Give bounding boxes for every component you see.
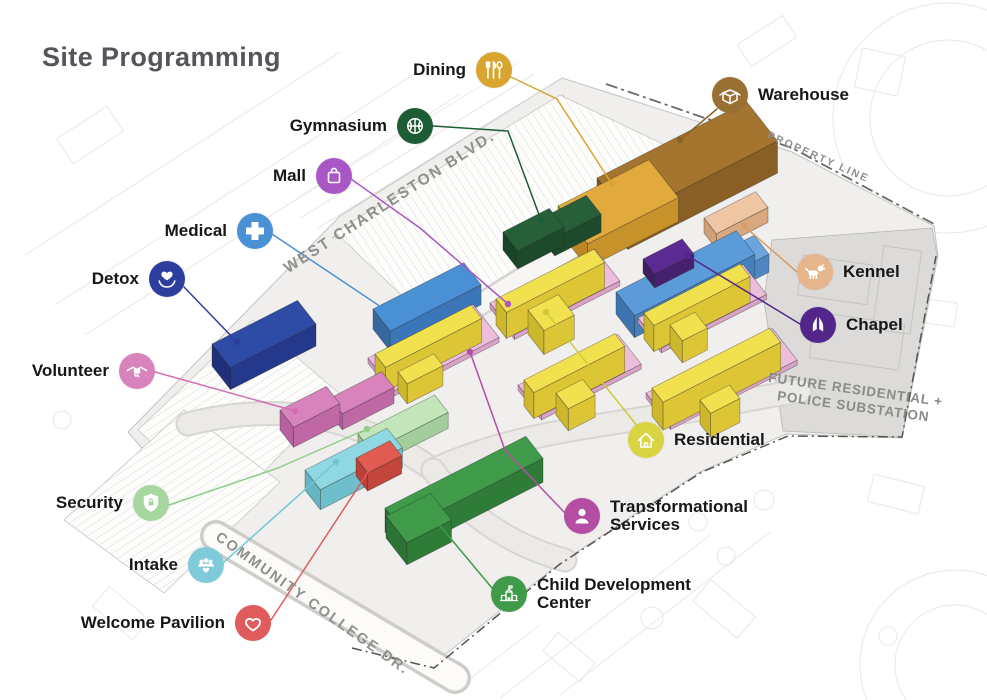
building-detox [211,300,317,390]
legend-label: Residential [674,429,765,449]
legend-item-intake: Intake [129,547,224,583]
leader-line-child-development-center [427,511,493,589]
building-residential-e2 [699,384,741,438]
legend-item-chapel: Chapel [800,307,903,343]
building-gymnasium-1 [502,208,565,270]
page-title: Site Programming [42,42,281,72]
legend-item-child-development-center: Child Development Center [491,575,715,613]
open-box-icon [712,77,748,113]
leader-line-welcome-pavilion [270,462,376,621]
heart-icon [235,605,271,641]
building-cdc-wing [385,492,452,566]
legend-label: Medical [164,220,227,240]
legend-label: Detox [91,268,139,288]
legend-item-gymnasium: Gymnasium [290,108,433,144]
legend-label: Security [55,492,123,512]
legend-label: Warehouse [758,84,850,104]
legend-label: Dining [413,59,466,79]
leader-line-transformational-services [466,348,565,513]
medical-cross-icon [237,213,273,249]
legend-item-volunteer: Volunteer [32,353,155,389]
legend-label: Child Development Center [537,575,691,613]
legend-item-detox: Detox [92,261,185,297]
utensils-icon [476,52,512,88]
heart-hands-icon [149,261,185,297]
building-chapel [642,238,695,289]
leader-line-warehouse [676,108,718,144]
dog-icon [797,254,833,290]
leader-line-detox [183,286,241,346]
property-line-paths [351,83,937,669]
people-heart-icon [188,547,224,583]
shopping-bag-icon [316,158,352,194]
handshake-icon [119,353,155,389]
legend-item-kennel: Kennel [797,254,900,290]
building-residential-e1 [651,327,782,431]
buildings-layer [211,101,798,566]
leader-line-gymnasium [432,125,545,224]
legend-label: Transformational Services [610,497,748,535]
leader-lines [154,76,801,621]
legend-item-transformational-services: Transformational Services [564,497,760,535]
leader-line-dining [510,76,616,188]
legend-item-residential: Residential [628,422,765,458]
legend-label: Welcome Pavilion [80,612,225,632]
legend-item-dining: Dining [413,52,512,88]
building-residential-d2 [669,311,708,364]
legend-item-security: Security [56,485,169,521]
building-volunteer [279,386,341,448]
leader-line-medical [271,233,400,321]
legend-item-medical: Medical [165,213,273,249]
leader-line-security [168,425,371,506]
legend-label: Mall [272,165,306,185]
legend-label: Chapel [846,314,903,334]
building-welcome-pavilion [355,440,402,492]
legend-label: Intake [128,554,178,574]
leader-line-intake [223,458,340,563]
building-medical [372,262,482,352]
basketball-icon [397,108,433,144]
legend-label: Volunteer [31,360,109,380]
building-residential-c2 [555,379,596,432]
building-residential-a2 [397,353,444,405]
legend-label: Kennel [843,261,900,281]
leader-line-chapel [684,252,801,325]
legend-item-warehouse: Warehouse [712,77,849,113]
legend-item-welcome-pavilion: Welcome Pavilion [81,605,271,641]
leader-line-mall [350,178,512,308]
legend-item-mall: Mall [273,158,352,194]
leader-line-kennel [740,222,798,273]
house-icon [628,422,664,458]
school-icon [491,576,527,613]
shield-lock-icon [133,485,169,521]
leader-line-residential [542,308,639,428]
legend-label: Gymnasium [289,115,387,135]
leader-line-volunteer [154,371,299,415]
praying-hands-icon [800,307,836,343]
person-icon [564,498,600,535]
building-residential-b2 [527,294,575,355]
